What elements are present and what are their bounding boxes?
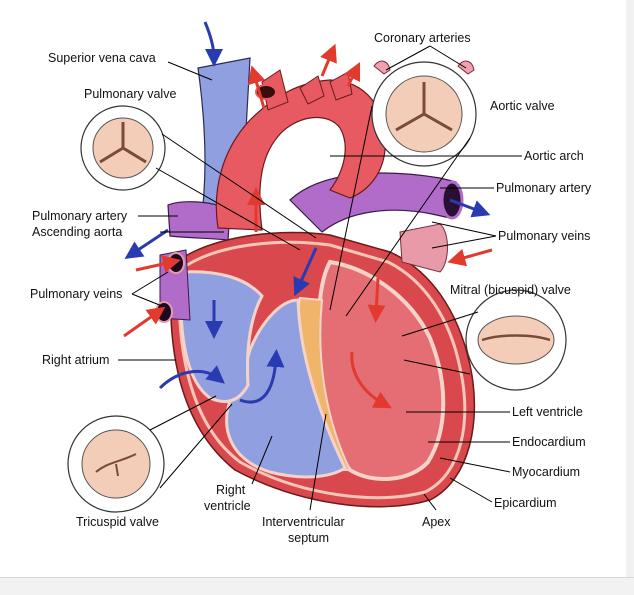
flow-arrow-pa-right bbox=[449, 198, 491, 218]
label-pulmonary-artery-left: Pulmonary artery bbox=[32, 209, 128, 223]
leader-pulmonary-veins-left-2 bbox=[131, 293, 163, 307]
flow-arrow-tricuspid bbox=[158, 365, 225, 390]
label-endocardium: Endocardium bbox=[512, 435, 586, 449]
flow-arrow-aorta-up3 bbox=[343, 61, 361, 87]
aortic-branch-2 bbox=[299, 75, 325, 105]
label-interventricular-2: septum bbox=[288, 531, 329, 545]
leader-tricuspid-circle-1 bbox=[149, 395, 217, 431]
label-pulmonary-veins-left: Pulmonary veins bbox=[30, 287, 122, 301]
label-apex: Apex bbox=[422, 515, 451, 529]
flow-arrow-pv-left2 bbox=[123, 306, 166, 338]
leader-right-ventricle bbox=[251, 435, 273, 485]
leader-coronary-left bbox=[385, 45, 431, 71]
flow-arrow-pv-right bbox=[447, 248, 493, 267]
leader-pulmonary-valve-circle-2 bbox=[155, 167, 301, 251]
leader-superior-vena-cava bbox=[167, 61, 213, 81]
flow-arrow-aorta-up1 bbox=[247, 65, 266, 109]
label-myocardium: Myocardium bbox=[512, 465, 580, 479]
leader-apex bbox=[423, 493, 437, 511]
label-right-ventricle-1: Right bbox=[216, 483, 246, 497]
label-superior-vena-cava: Superior vena cava bbox=[48, 51, 156, 65]
leader-myocardium bbox=[439, 457, 511, 473]
coronary-artery-left bbox=[373, 60, 391, 75]
leader-pulmonary-veins-right-2 bbox=[431, 235, 497, 249]
flow-arrow-la-down bbox=[367, 277, 386, 323]
page-edge bbox=[626, 0, 634, 577]
flow-arrow-lv-loop bbox=[350, 351, 392, 409]
tricuspid-valve-icon bbox=[67, 415, 165, 513]
label-mitral-valve: Mitral (bicuspid) valve bbox=[450, 283, 571, 297]
leader-mitral-circle-1 bbox=[401, 311, 479, 337]
label-tricuspid-valve: Tricuspid valve bbox=[76, 515, 159, 529]
flow-arrow-pa-left bbox=[124, 228, 169, 259]
label-aortic-valve: Aortic valve bbox=[490, 99, 555, 113]
label-left-ventricle: Left ventricle bbox=[512, 405, 583, 419]
leader-pulmonary-valve-circle bbox=[161, 133, 317, 239]
label-aortic-arch: Aortic arch bbox=[524, 149, 584, 163]
epicardium-layer bbox=[177, 240, 467, 500]
label-coronary-arteries: Coronary arteries bbox=[374, 31, 471, 45]
aortic-valve-icon bbox=[371, 61, 477, 167]
pulmonary-valve-icon bbox=[80, 105, 166, 191]
label-pulmonary-artery-right: Pulmonary artery bbox=[496, 181, 592, 195]
leader-interventricular bbox=[309, 413, 327, 511]
bottom-band bbox=[0, 577, 634, 595]
pulmonary-artery-trunk bbox=[289, 172, 457, 233]
flow-arrow-pv-left1 bbox=[135, 255, 181, 273]
label-ascending-aorta: Ascending aorta bbox=[32, 225, 122, 239]
leader-tricuspid-circle-2 bbox=[159, 403, 233, 489]
leader-epicardium bbox=[449, 477, 493, 503]
leader-coronary-right bbox=[429, 45, 467, 69]
leader-aortic-valve-circle-2 bbox=[345, 137, 471, 317]
label-pulmonary-veins-right: Pulmonary veins bbox=[498, 229, 590, 243]
pulmonary-veins-right bbox=[399, 223, 448, 273]
label-right-ventricle-2: ventricle bbox=[204, 499, 251, 513]
flow-arrow-pv-out bbox=[293, 247, 318, 297]
mitral-valve-icon bbox=[465, 289, 567, 391]
leader-pulmonary-veins-right-1 bbox=[431, 221, 497, 237]
flow-arrow-rv-up bbox=[239, 349, 285, 404]
label-epicardium: Epicardium bbox=[494, 496, 557, 510]
leader-pulmonary-veins-left-1 bbox=[131, 271, 169, 295]
flow-arrow-aorta-up2 bbox=[320, 43, 337, 77]
leader-mitral-circle-2 bbox=[403, 359, 471, 375]
label-right-atrium: Right atrium bbox=[42, 353, 109, 367]
flow-arrow-svc bbox=[203, 21, 223, 67]
label-pulmonary-valve: Pulmonary valve bbox=[84, 87, 176, 101]
label-interventricular-1: Interventricular bbox=[262, 515, 345, 529]
leader-aortic-valve-circle bbox=[329, 105, 373, 311]
right-ventricle-chamber bbox=[225, 298, 347, 479]
